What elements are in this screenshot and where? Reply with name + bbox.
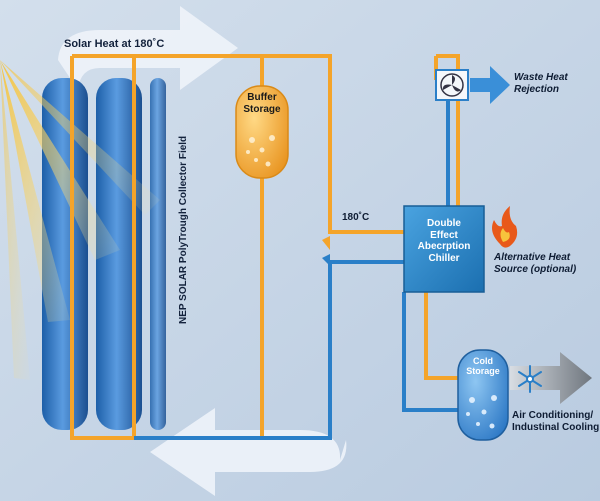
alternative-heat-label: Alternative Heat Source (optional) — [494, 252, 576, 275]
chiller-label-line1: Double — [427, 218, 461, 229]
chiller-label-line4: Chiller — [428, 252, 460, 264]
solar-heat-label: Solar Heat at 180˚C — [64, 38, 165, 50]
collector-tube — [150, 78, 166, 430]
chiller-label-line3: Abecrption — [417, 241, 471, 252]
cold-label-line1: Cold — [473, 356, 493, 366]
air-conditioning-label: Air Conditioning/ Industinal Cooling — [512, 410, 599, 433]
buffer-storage-label: Buffer Storage — [236, 92, 288, 115]
valve-marker — [322, 236, 330, 250]
alt-label-line1: Alternative Heat — [494, 252, 571, 263]
return-flow-arrow — [150, 408, 347, 496]
hot-flow-arrow — [58, 6, 238, 90]
air-label-line2: Industinal Cooling — [512, 421, 600, 433]
chiller-label-line2: Effect — [430, 229, 458, 241]
cold-bubbles — [466, 395, 497, 429]
buffer-tank — [235, 85, 289, 179]
cold-storage-label: Cold Storage — [458, 356, 508, 377]
valve-marker — [322, 254, 330, 266]
fan-icon — [440, 73, 464, 97]
buffer-label-line1: Buffer — [247, 92, 277, 103]
temperature-label: 180˚C — [342, 212, 370, 223]
chiller-label: Double Effect Abecrption Chiller — [404, 218, 484, 264]
waste-heat-label: Waste Heat Rejection — [514, 72, 568, 95]
buffer-bubbles — [246, 135, 275, 167]
snowflake-icon — [518, 365, 542, 393]
collector-field-label: NEP SOLAR PolyTrough Collector Field — [178, 135, 189, 324]
buffer-label-line2: Storage — [243, 103, 281, 115]
chiller-box — [403, 205, 485, 293]
cold-storage-tank — [457, 349, 509, 441]
cold-label-line2: Storage — [466, 366, 500, 377]
flame-icon — [492, 206, 518, 248]
air-label-line1: Air Conditioning/ — [512, 410, 594, 421]
cooling-output-arrow — [510, 352, 592, 404]
alt-label-line2: Source (optional) — [494, 263, 577, 275]
sun-rays-icon — [0, 60, 160, 380]
cold-pipes — [134, 96, 460, 440]
waste-label-line2: Rejection — [514, 83, 560, 95]
waste-heat-arrow — [470, 66, 510, 104]
waste-label-line1: Waste Heat — [514, 72, 568, 83]
